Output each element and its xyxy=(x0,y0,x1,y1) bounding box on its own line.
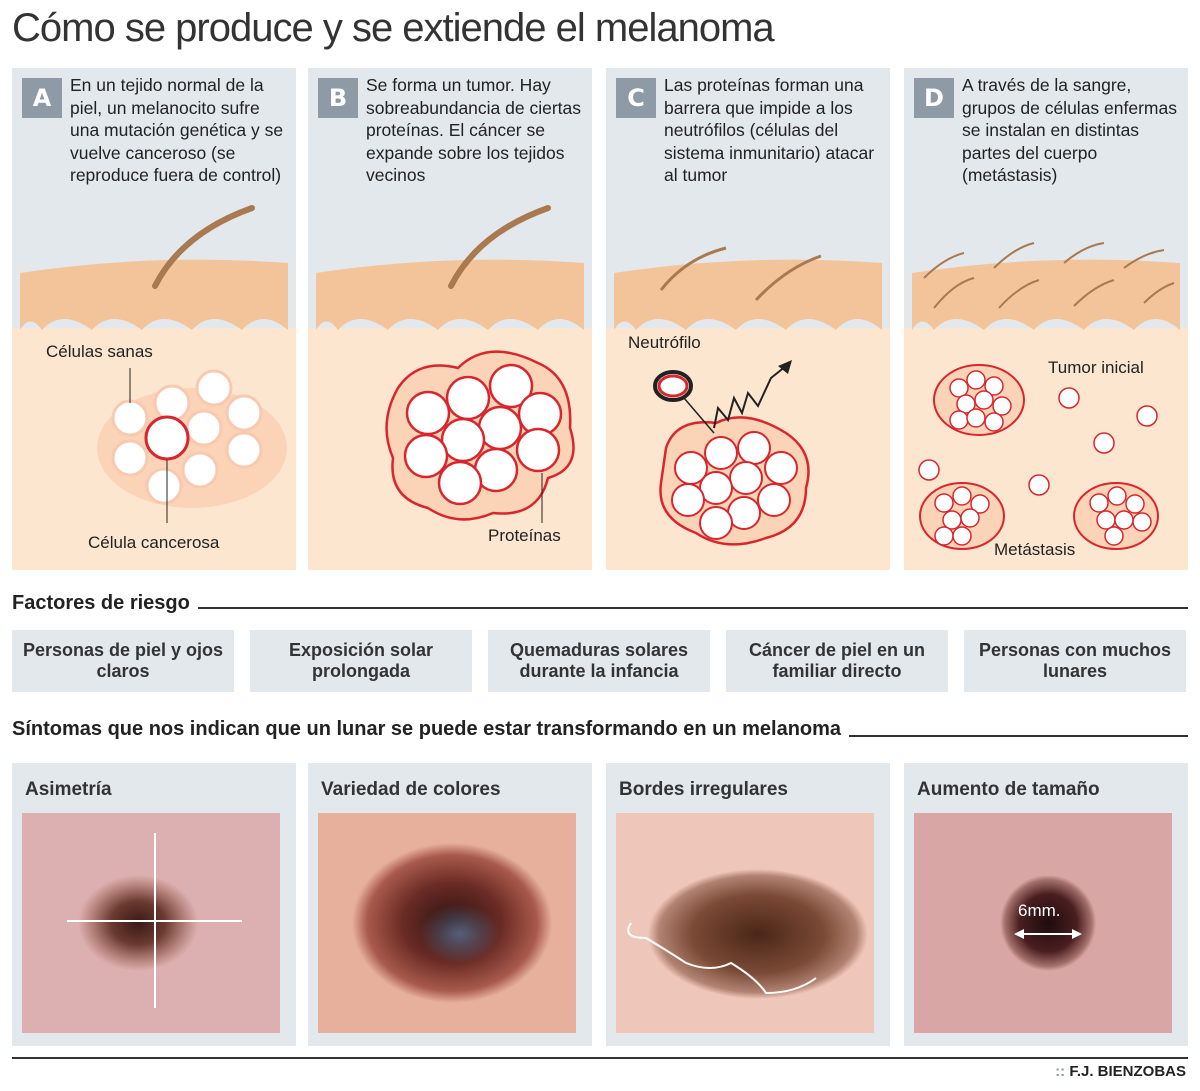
stage-a-panel: A En un tejido normal de la piel, un mel… xyxy=(12,68,296,570)
credit: :: F.J. BIENZOBAS xyxy=(1055,1063,1186,1080)
stage-d-illustration xyxy=(904,242,1188,570)
symptom-title: Aumento de tamaño xyxy=(917,779,1100,800)
footer-divider xyxy=(12,1057,1188,1059)
stage-text: Se forma un tumor. Hay sobreabundancia d… xyxy=(366,75,582,185)
size-label: 6mm. xyxy=(1018,901,1061,920)
symptom-borders: Bordes irregulares xyxy=(606,763,890,1046)
label-proteins: Proteínas xyxy=(488,526,561,545)
label-healthy-cells: Células sanas xyxy=(46,342,153,361)
stage-c-illustration xyxy=(606,246,890,570)
risk-title: Factores de riesgo xyxy=(12,592,198,615)
stage-b-panel: B Se forma un tumor. Hay sobreabundancia… xyxy=(308,68,592,570)
risk-item: Cáncer de piel en un familiar directo xyxy=(726,630,948,692)
stage-a-illustration xyxy=(12,205,296,570)
stage-c-panel: C Las proteínas forman una barrera que i… xyxy=(606,68,890,570)
symptoms-title: Síntomas que nos indican que un lunar se… xyxy=(12,718,850,741)
risk-item: Exposición solar prolongada xyxy=(250,630,472,692)
stage-badge: A xyxy=(22,78,62,118)
symptom-colors: Variedad de colores xyxy=(308,763,592,1046)
stage-b-illustration xyxy=(308,205,592,570)
divider xyxy=(12,607,1188,609)
metastasis-cells xyxy=(918,370,1158,546)
label-initial-tumor: Tumor inicial xyxy=(1048,358,1144,377)
mole-photo-colors xyxy=(318,813,576,1033)
symptom-title: Variedad de colores xyxy=(321,779,501,800)
stage-badge: B xyxy=(318,78,358,118)
page-title: Cómo se produce y se extiende el melanom… xyxy=(12,6,775,50)
stage-badge: C xyxy=(616,78,656,118)
label-neutrophil: Neutrófilo xyxy=(628,333,701,352)
symptom-size: Aumento de tamaño 6mm. xyxy=(904,763,1188,1046)
mole-photo-borders xyxy=(616,813,874,1033)
stage-text: A través de la sangre, grupos de células… xyxy=(962,75,1177,185)
stage-text: En un tejido normal de la piel, un melan… xyxy=(70,75,284,185)
risk-item: Personas con muchos lunares xyxy=(964,630,1186,692)
label-cancer-cell: Célula cancerosa xyxy=(88,533,220,552)
mole-photo-size: 6mm. xyxy=(914,813,1172,1033)
risk-item: Personas de piel y ojos claros xyxy=(12,630,234,692)
symptom-title: Asimetría xyxy=(25,779,112,800)
stage-badge: D xyxy=(914,78,954,118)
mole-photo-asymmetry xyxy=(22,813,280,1033)
dots-icon: :: xyxy=(1055,1063,1070,1080)
size-arrow-icon xyxy=(1014,929,1082,939)
stage-text: Las proteínas forman una barrera que imp… xyxy=(664,75,875,185)
credit-text: F.J. BIENZOBAS xyxy=(1069,1063,1186,1080)
stage-d-panel: D A través de la sangre, grupos de célul… xyxy=(904,68,1188,570)
risk-item: Quemaduras solares durante la infancia xyxy=(488,630,710,692)
symptom-asymmetry: Asimetría xyxy=(12,763,296,1046)
label-metastasis: Metástasis xyxy=(994,540,1076,559)
symptom-title: Bordes irregulares xyxy=(619,779,788,800)
